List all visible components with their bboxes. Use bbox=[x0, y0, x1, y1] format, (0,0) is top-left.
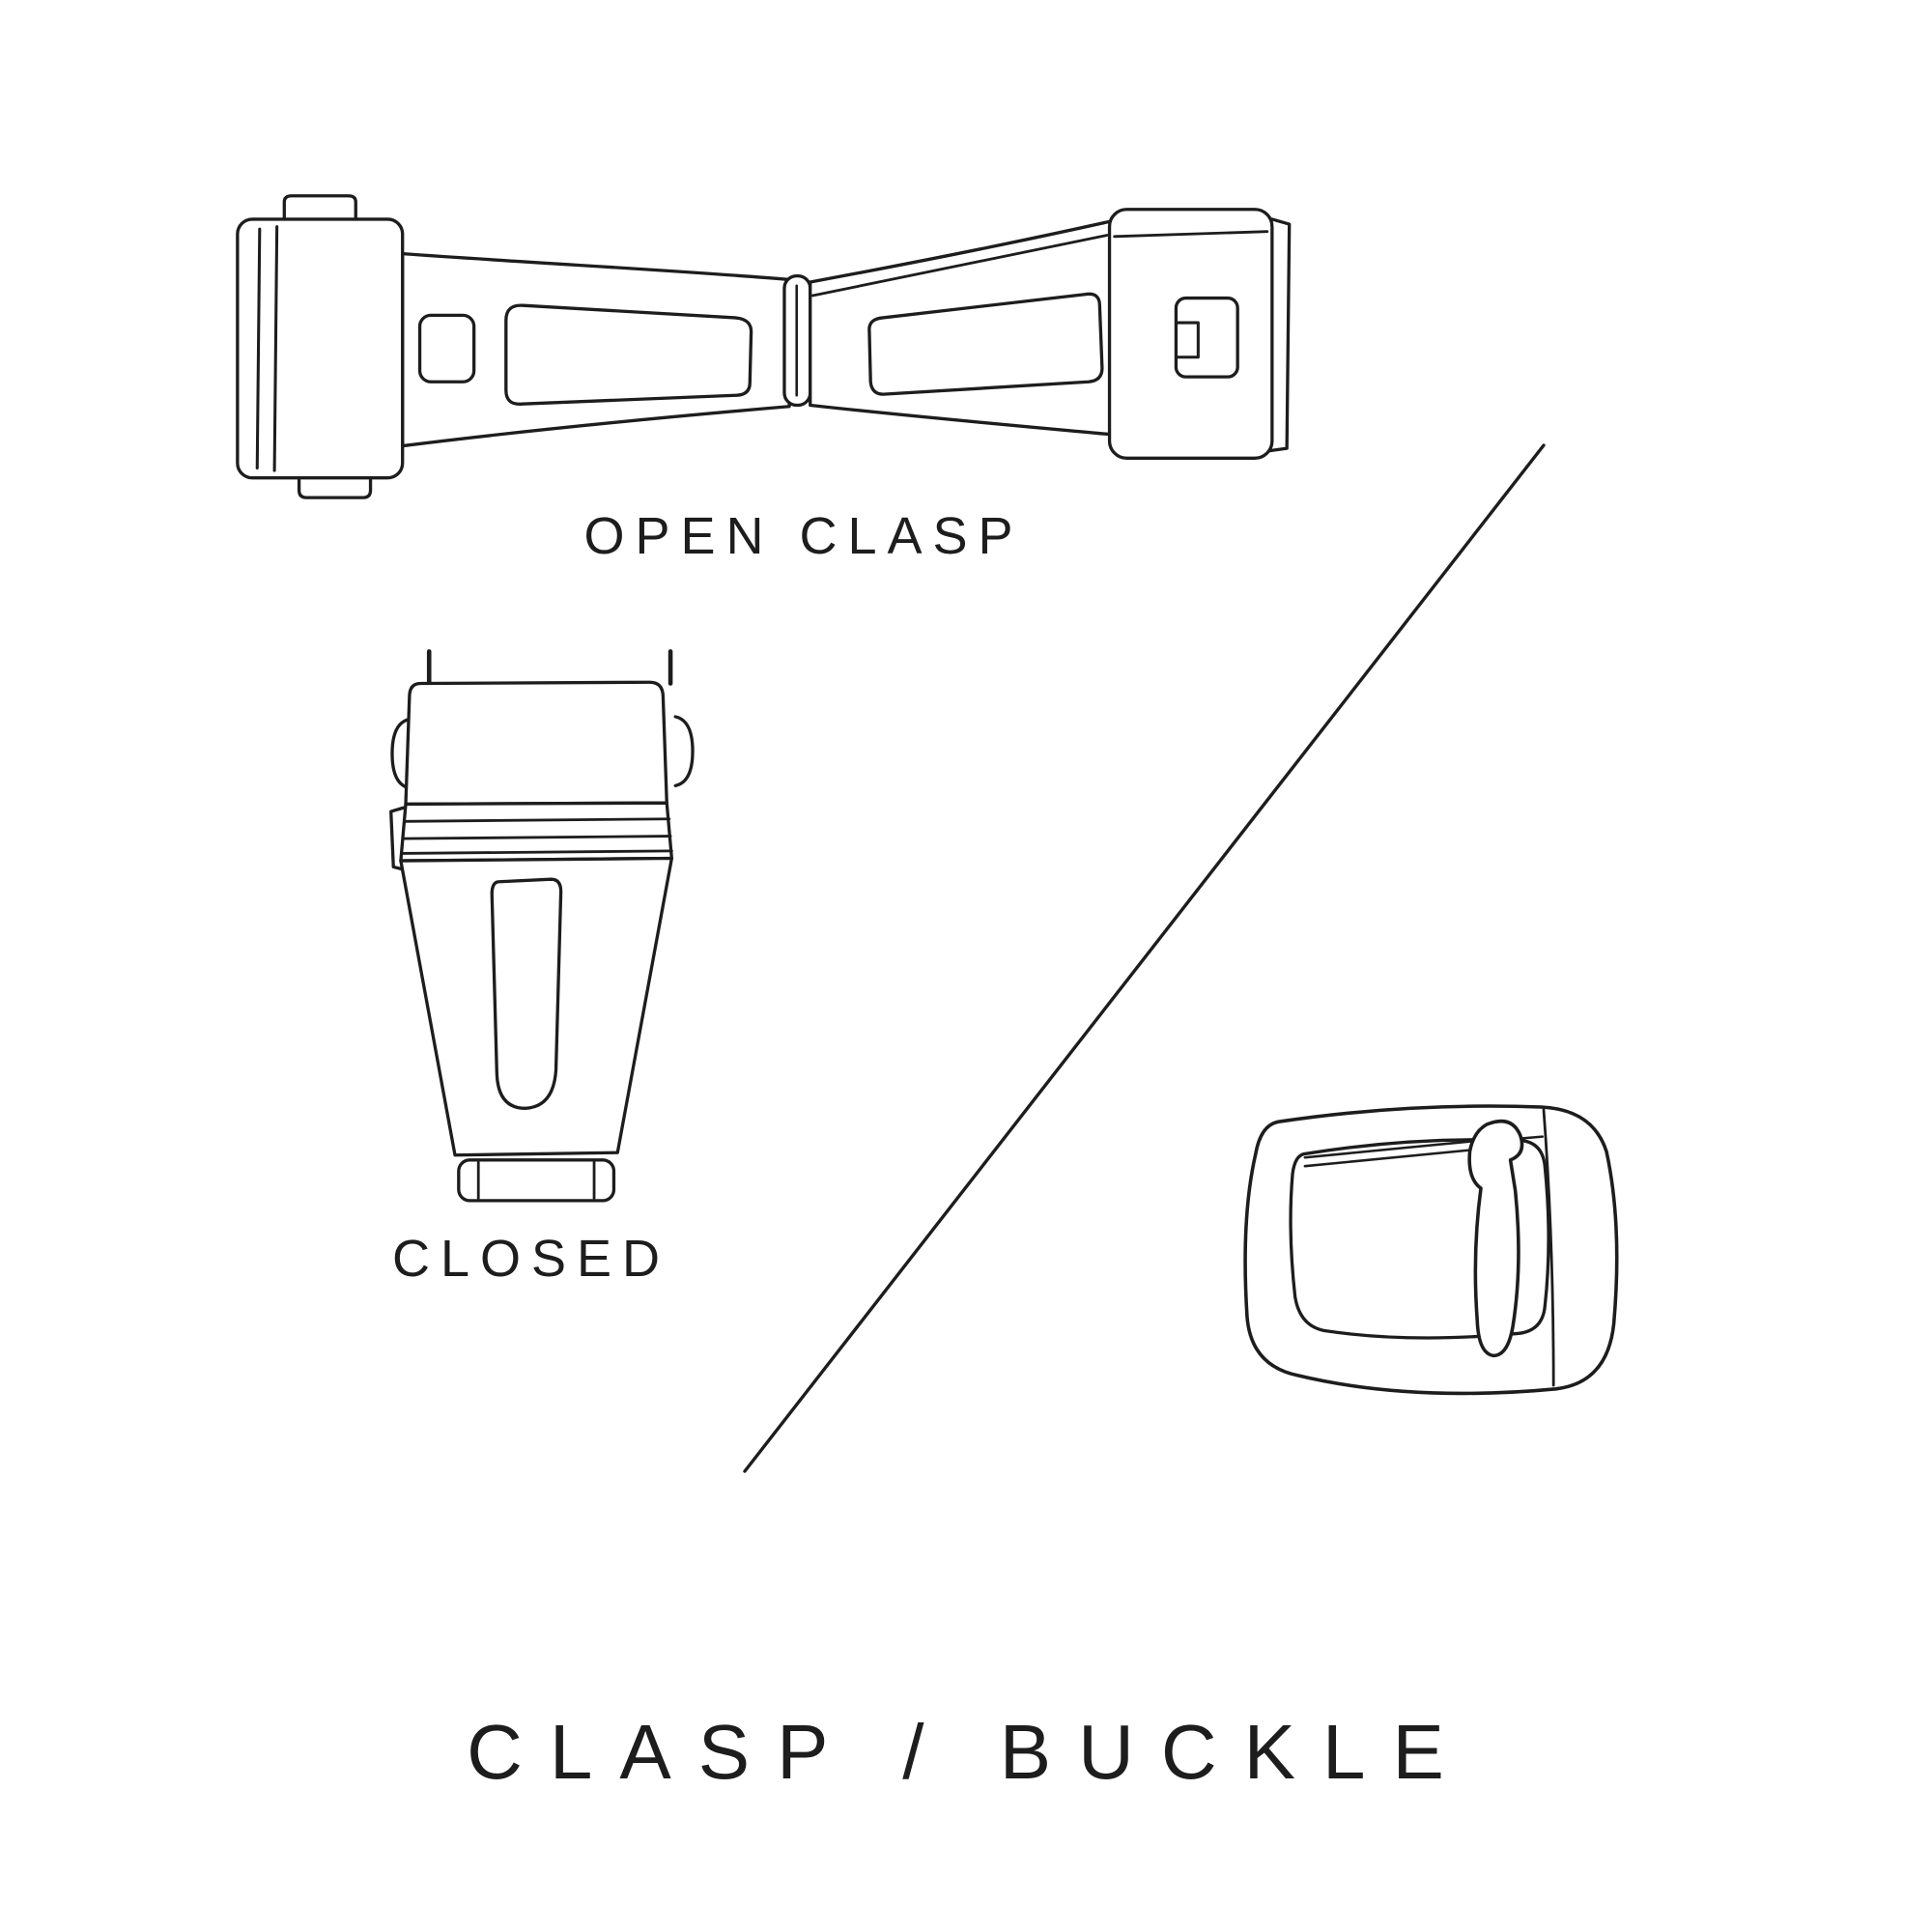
diagonal-divider-line bbox=[739, 440, 1550, 1478]
page-title: CLASP / BUCKLE bbox=[467, 1709, 1471, 1795]
closed-clasp-label: CLOSED bbox=[391, 1230, 671, 1288]
pin-buckle-illustration bbox=[1226, 1080, 1633, 1412]
open-clasp-illustration bbox=[220, 185, 1304, 505]
open-clasp-label: OPEN CLASP bbox=[583, 507, 1024, 565]
closed-clasp-illustration bbox=[388, 645, 696, 1206]
